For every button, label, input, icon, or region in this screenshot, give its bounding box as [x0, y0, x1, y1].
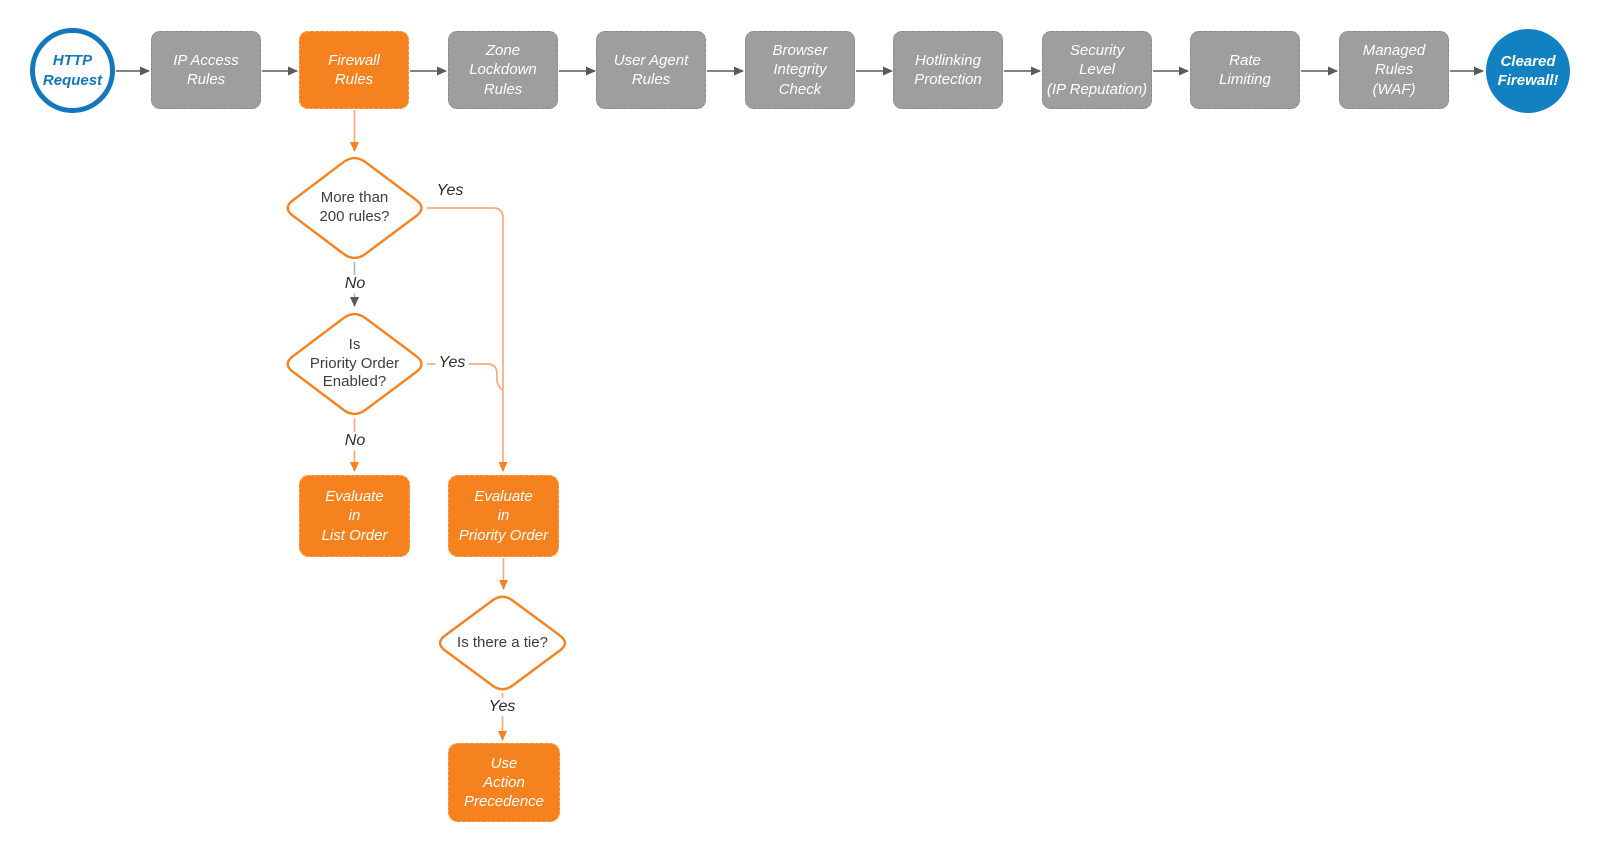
- decision-is-there-a-tie[interactable]: Is there a tie?: [457, 633, 548, 651]
- stage-hotlinking-protection[interactable]: Hotlinking Protection: [893, 31, 1003, 109]
- stage-rate-limiting[interactable]: Rate Limiting: [1190, 31, 1300, 109]
- edge-label-no1: No: [341, 275, 369, 293]
- decision-priority-order-enabled[interactable]: Is Priority Order Enabled?: [309, 335, 400, 391]
- action-evaluate-in-priority-order[interactable]: Evaluate in Priority Order: [448, 475, 559, 557]
- decision2-shape: [286, 312, 423, 416]
- stage-firewall-rules[interactable]: Firewall Rules: [299, 31, 409, 109]
- edge-label-yes3: Yes: [485, 698, 519, 716]
- end-node-cleared-firewall[interactable]: Cleared Firewall!: [1486, 29, 1570, 113]
- start-node-http-request[interactable]: HTTP Request: [30, 28, 115, 113]
- stage-zone-lockdown-rules[interactable]: Zone Lockdown Rules: [448, 31, 558, 109]
- stage-ip-access-rules[interactable]: IP Access Rules: [151, 31, 261, 109]
- edge-label-no2: No: [341, 432, 369, 450]
- edge-label-yes2: Yes: [435, 354, 469, 372]
- edge-yes1-to-priority: [427, 207, 508, 472]
- decision-diamonds: [286, 156, 567, 691]
- decision3-shape: [438, 595, 567, 691]
- edge-label-yes1: Yes: [433, 182, 467, 200]
- action-use-action-precedence[interactable]: Use Action Precedence: [448, 743, 560, 822]
- action-evaluate-in-list-order[interactable]: Evaluate in List Order: [299, 475, 410, 557]
- stage-user-agent-rules[interactable]: User Agent Rules: [596, 31, 706, 109]
- stage-managed-rules-waf[interactable]: Managed Rules (WAF): [1339, 31, 1449, 109]
- decision1-shape: [286, 156, 423, 260]
- edge-yes2-merge: [427, 363, 504, 391]
- decision-more-than-200-rules[interactable]: More than 200 rules?: [319, 189, 390, 225]
- stage-security-level[interactable]: Security Level (IP Reputation): [1042, 31, 1152, 109]
- stage-browser-integrity-check[interactable]: Browser Integrity Check: [745, 31, 855, 109]
